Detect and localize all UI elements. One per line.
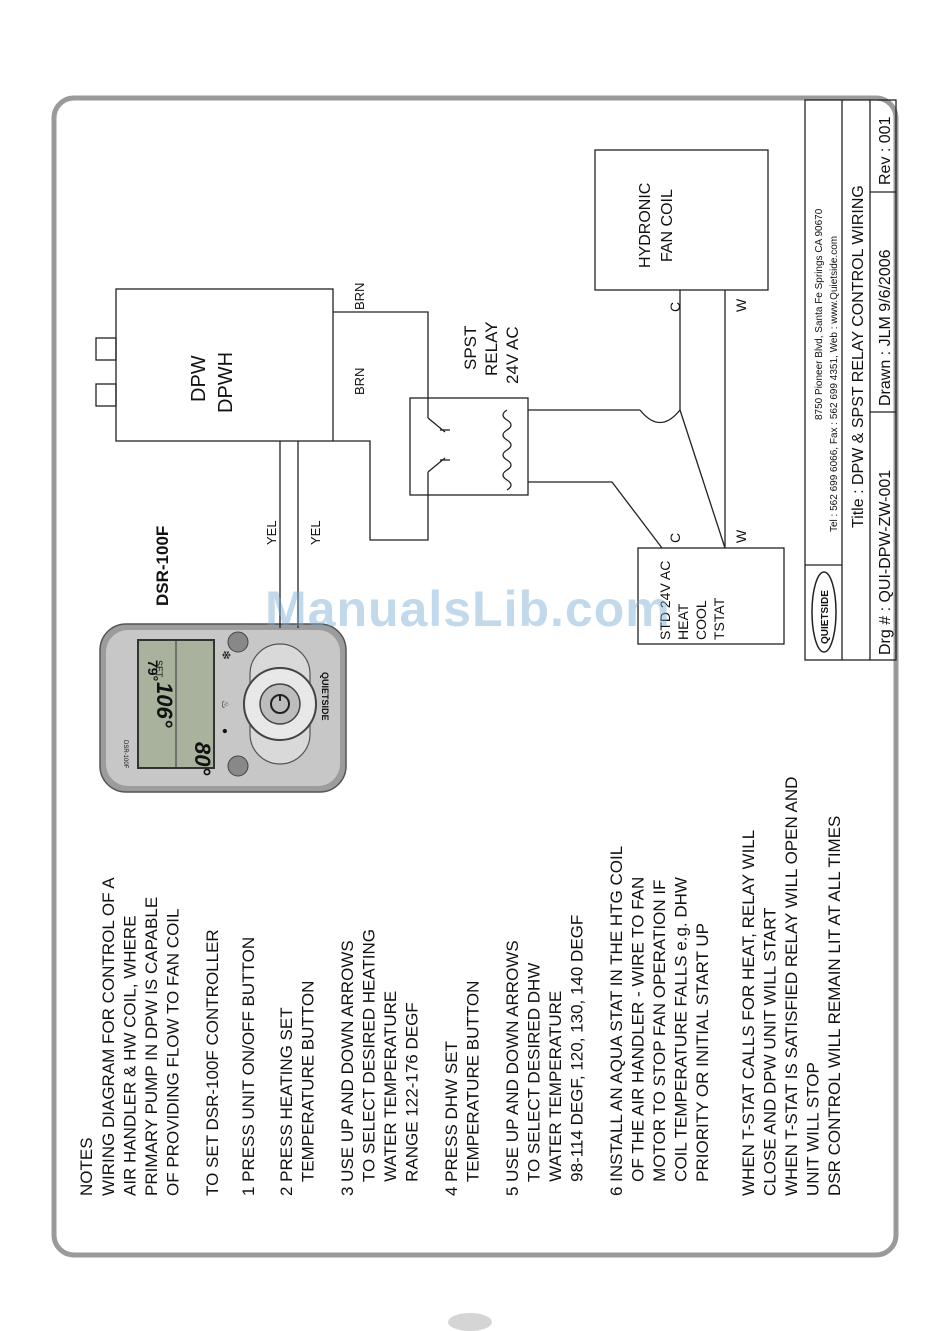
note-line: AIR HANDLER & HW COIL, WHERE xyxy=(121,915,140,1196)
note-line: WHEN T-STAT IS SATISFIED RELAY WILL OPEN… xyxy=(782,777,801,1196)
note-line: PRIORITY OR INITIAL START UP xyxy=(693,923,712,1196)
notes-title: NOTES xyxy=(77,1137,96,1196)
spst-relay: SPST RELAY 24V AC xyxy=(409,322,529,496)
notes-set-heading: TO SET DSR-100F CONTROLLER xyxy=(203,929,222,1196)
wire-label-tstat-w: W xyxy=(733,529,749,543)
notes-step-5: 5 USE UP AND DOWN ARROWS TO SELECT DESIR… xyxy=(503,915,587,1196)
wire-label-tstat-c: C xyxy=(667,533,683,543)
page-frame xyxy=(51,95,899,1258)
notes-step-3: 3 USE UP AND DOWN ARROWS TO SELECT DESIR… xyxy=(338,929,422,1196)
drop-icon: ● xyxy=(219,728,230,734)
wire-label-brn-1: BRN xyxy=(352,283,367,310)
notes-step-1: 1 PRESS UNIT ON/OFF BUTTON xyxy=(239,937,258,1196)
fan-coil-label-2: FAN COIL xyxy=(659,189,676,262)
drawn-by: Drawn : JLM 9/6/2006 xyxy=(877,249,894,406)
note-line: OF PROVIDING FLOW TO FAN COIL xyxy=(164,909,183,1196)
relay-label-1: SPST xyxy=(461,326,480,370)
dpw-port-1 xyxy=(95,337,117,361)
note-line: TEMPERATURE BUTTON xyxy=(299,981,318,1196)
tstat-label-2: HEAT xyxy=(675,603,691,640)
notes-step-6: 6 INSTALL AN AQUA STAT IN THE HTG COIL O… xyxy=(607,846,712,1196)
dpw-unit: DPW DPWH xyxy=(95,288,334,442)
note-line: PRIMARY PUMP IN DPW IS CAPABLE xyxy=(142,897,161,1196)
lcd-right-top: 79° xyxy=(145,660,161,681)
relay-label-3: 24V AC xyxy=(503,326,522,384)
tstat-label-1: STD 24V AC xyxy=(657,561,673,640)
relay-coil xyxy=(502,409,512,491)
snowflake-icon: ❄ xyxy=(219,650,233,660)
dpw-label-2: DPWH xyxy=(215,352,237,413)
relay-label-2: RELAY xyxy=(482,322,501,377)
wire-label-brn-2: BRN xyxy=(352,368,367,395)
tstat-label-3: COOL xyxy=(693,600,709,640)
notes-step-2: 2 PRESS HEATING SET TEMPERATURE BUTTON xyxy=(277,981,318,1196)
note-line: UNIT WILL STOP xyxy=(804,1062,823,1196)
company-contact: Tel : 562 699 6066, Fax : 562 699 4351, … xyxy=(829,236,840,532)
note-line: 4 PRESS DHW SET xyxy=(442,1041,461,1196)
controller-bottom-button[interactable] xyxy=(227,755,249,777)
note-line: CLOSE AND DPW UNIT WILL START xyxy=(761,908,780,1196)
note-line: OF THE AIR HANDLER - WIRE TO FAN xyxy=(629,877,648,1196)
wire-label-yel-2: YEL xyxy=(308,520,323,545)
note-line: TEMPERATURE BUTTON xyxy=(464,981,483,1196)
note-line: 5 USE UP AND DOWN ARROWS xyxy=(503,940,522,1196)
thermostat: STD 24V AC HEAT COOL TSTAT xyxy=(637,547,785,645)
drawing-number: Drg # : QUI-DPW-ZW-001 xyxy=(877,470,894,655)
controller-top-button[interactable] xyxy=(227,631,249,653)
note-line: DSR CONTROL WILL REMAIN LIT AT ALL TIMES xyxy=(825,816,844,1196)
note-line: WATER TEMPERATURE xyxy=(381,991,400,1196)
company-address: 8750 Pioneer Blvd, Santa Fe Springs CA 9… xyxy=(814,208,825,420)
note-line: WHEN T-STAT CALLS FOR HEAT, RELAY WILL xyxy=(739,830,758,1196)
title-block-logo: QUIETSIDE xyxy=(820,590,831,644)
controller-brand: QUIETSIDE xyxy=(320,672,330,721)
title-block: QUIETSIDE 8750 Pioneer Blvd, Santa Fe Sp… xyxy=(804,99,897,661)
flame-icon: ♨ xyxy=(219,700,230,709)
note-line: 6 INSTALL AN AQUA STAT IN THE HTG COIL xyxy=(607,846,626,1196)
tstat-label-4: TSTAT xyxy=(711,597,727,640)
note-line: MOTOR TO STOP FAN OPERATION IF xyxy=(650,880,669,1196)
lcd-left-temp: 80° xyxy=(190,742,215,775)
page-tab xyxy=(448,1313,492,1331)
note-line: TO SELECT DESIRED DHW xyxy=(525,963,544,1196)
note-line: 2 PRESS HEATING SET xyxy=(277,1007,296,1196)
wire-label-yel-1: YEL xyxy=(264,520,279,545)
quietside-logo: QUIETSIDE xyxy=(811,571,837,653)
lcd-set-label: SET xyxy=(154,660,164,678)
note-line: WATER TEMPERATURE xyxy=(546,991,565,1196)
dsr-100f-controller-image: 80° 79° SET 106° DSR-100F ❄ ♨ ● QUIETSID… xyxy=(99,526,347,793)
watermark: ManualsLib.com xyxy=(265,581,671,637)
drawing-title: Title : DPW & SPST RELAY CONTROL WIRING xyxy=(850,185,867,528)
revision: Rev : 001 xyxy=(877,116,894,185)
note-line: RANGE 122-176 DEGF xyxy=(403,1002,422,1196)
controller-model-label: DSR-100F xyxy=(122,740,128,769)
note-line: COIL TEMPERATURE FALLS e.g. DHW xyxy=(672,877,691,1196)
controller-label: DSR-100F xyxy=(153,526,172,606)
dpw-label-1: DPW xyxy=(188,355,210,402)
note-line: 1 PRESS UNIT ON/OFF BUTTON xyxy=(239,937,258,1196)
fan-coil-label-1: HYDRONIC xyxy=(637,183,654,268)
note-line: 98-114 DEGF, 120, 130, 140 DEGF xyxy=(568,915,587,1196)
notes-step-4: 4 PRESS DHW SET TEMPERATURE BUTTON xyxy=(442,981,483,1196)
lcd-right-temp: 106° xyxy=(152,682,177,728)
dpw-port-2 xyxy=(95,383,117,407)
note-line: 3 USE UP AND DOWN ARROWS xyxy=(338,940,357,1196)
note-line: TO SELECT DESIRED HEATING xyxy=(360,929,379,1196)
note-line: WIRING DIAGRAM FOR CONTROL OF A xyxy=(99,877,118,1196)
hydronic-fan-coil: HYDRONIC FAN COIL xyxy=(594,149,769,291)
wire-label-fan-c: C xyxy=(667,302,683,312)
wire-label-fan-w: W xyxy=(733,298,749,312)
wires: YEL YEL BRN BRN C W C W xyxy=(264,283,749,628)
